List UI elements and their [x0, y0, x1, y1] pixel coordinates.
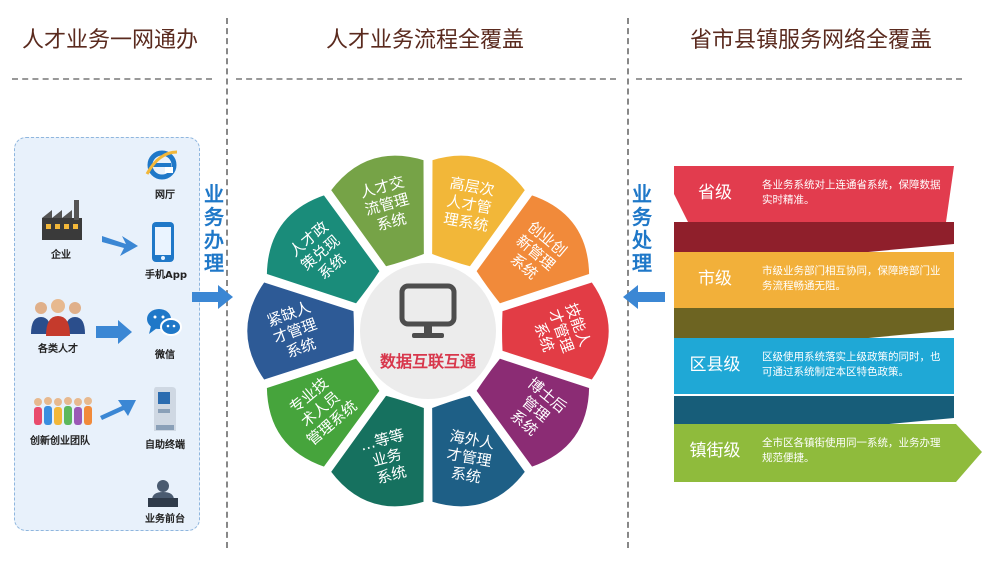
- arrow-right-icon: [102, 236, 138, 256]
- system-petal: [472, 355, 593, 471]
- header-underline-right: [636, 78, 962, 80]
- system-petal: [429, 152, 529, 270]
- system-petal: [327, 392, 427, 510]
- level-name: 镇街级: [689, 441, 741, 461]
- system-petal-label: …等等业务系统: [358, 426, 415, 490]
- divider-left: [226, 18, 228, 548]
- level-banner: [674, 338, 954, 394]
- system-petal-label: 高层次人才管理系统: [442, 174, 496, 235]
- level-name: 市级: [698, 269, 732, 289]
- kiosk-icon: [154, 387, 176, 431]
- business-processing-label: 业务处理: [632, 182, 652, 275]
- arrow-right-icon: [96, 320, 132, 344]
- level-banner: [674, 166, 954, 222]
- front-desk-icon: [148, 480, 178, 507]
- business-handling-label: 业务办理: [204, 182, 224, 275]
- source-label-teams: 创新创业团队: [30, 436, 90, 447]
- level-district: 区县级 区级使用系统落实上级政策的同时，也可通过系统制定本区特色政策。: [666, 338, 954, 394]
- header-process-coverage: 人才业务流程全覆盖: [326, 28, 525, 53]
- header-network-coverage: 省市县镇服务网络全覆盖: [690, 28, 933, 53]
- channel-label-self-service-terminal: 自助终端: [145, 440, 185, 451]
- level-town: 镇街级 全市区各镇街使用同一系统，业务办理规范便捷。: [666, 424, 986, 482]
- systems-wheel: 人才交流管理系统高层次人才管理系统创业创新管理系统技能人才管理系统博士后管理系统…: [244, 152, 612, 510]
- source-label-talents: 各类人才: [38, 344, 78, 355]
- level-province: 省级 各业务系统对上连通省系统，保障数据实时精准。: [666, 166, 954, 222]
- level-description: 市级业务部门相互协同，保障跨部门业务流程畅通无阻。: [762, 265, 941, 292]
- system-petal: [244, 278, 357, 384]
- header-online-service: 人才业务一网通办: [22, 28, 199, 53]
- monitor-icon: [399, 283, 457, 338]
- channel-label-wechat: 微信: [155, 350, 175, 361]
- level-banner: [674, 252, 954, 308]
- arrow-left-icon: [623, 285, 665, 309]
- channel-label-web-hall: 网厅: [155, 190, 175, 201]
- people-icon: [31, 299, 85, 336]
- divider-right: [627, 18, 629, 548]
- system-petal: [327, 152, 427, 270]
- wechat-icon: [147, 309, 182, 336]
- system-petal: [429, 392, 529, 510]
- header-underline-left: [12, 78, 212, 80]
- level-city: 市级 市级业务部门相互协同，保障跨部门业务流程畅通无阻。: [666, 252, 954, 308]
- team-icon: [34, 397, 92, 425]
- source-label-enterprise: 企业: [51, 250, 71, 261]
- system-petal: [263, 191, 384, 307]
- center-label: 数据互联互通: [380, 352, 476, 371]
- channel-label-mobile-app: 手机App: [145, 270, 188, 281]
- level-banner: [674, 424, 982, 482]
- level-description: 各业务系统对上连通省系统，保障数据实时精准。: [762, 179, 941, 206]
- system-petal: [499, 278, 612, 384]
- level-description: 区级使用系统落实上级政策的同时，也可通过系统制定本区特色政策。: [762, 351, 941, 378]
- ie-browser-icon: [145, 150, 178, 180]
- level-description: 全市区各镇街使用同一系统，业务办理规范便捷。: [762, 437, 941, 464]
- arrow-right-icon: [192, 285, 233, 309]
- level-name: 区县级: [689, 355, 741, 375]
- header-underline-middle: [236, 78, 616, 80]
- level-name: 省级: [698, 183, 732, 203]
- system-petal: [263, 355, 384, 471]
- arrow-right-icon: [100, 400, 136, 420]
- factory-icon: [42, 200, 82, 240]
- phone-icon: [152, 222, 174, 262]
- channel-label-front-desk: 业务前台: [145, 514, 185, 525]
- system-petal: [472, 191, 593, 307]
